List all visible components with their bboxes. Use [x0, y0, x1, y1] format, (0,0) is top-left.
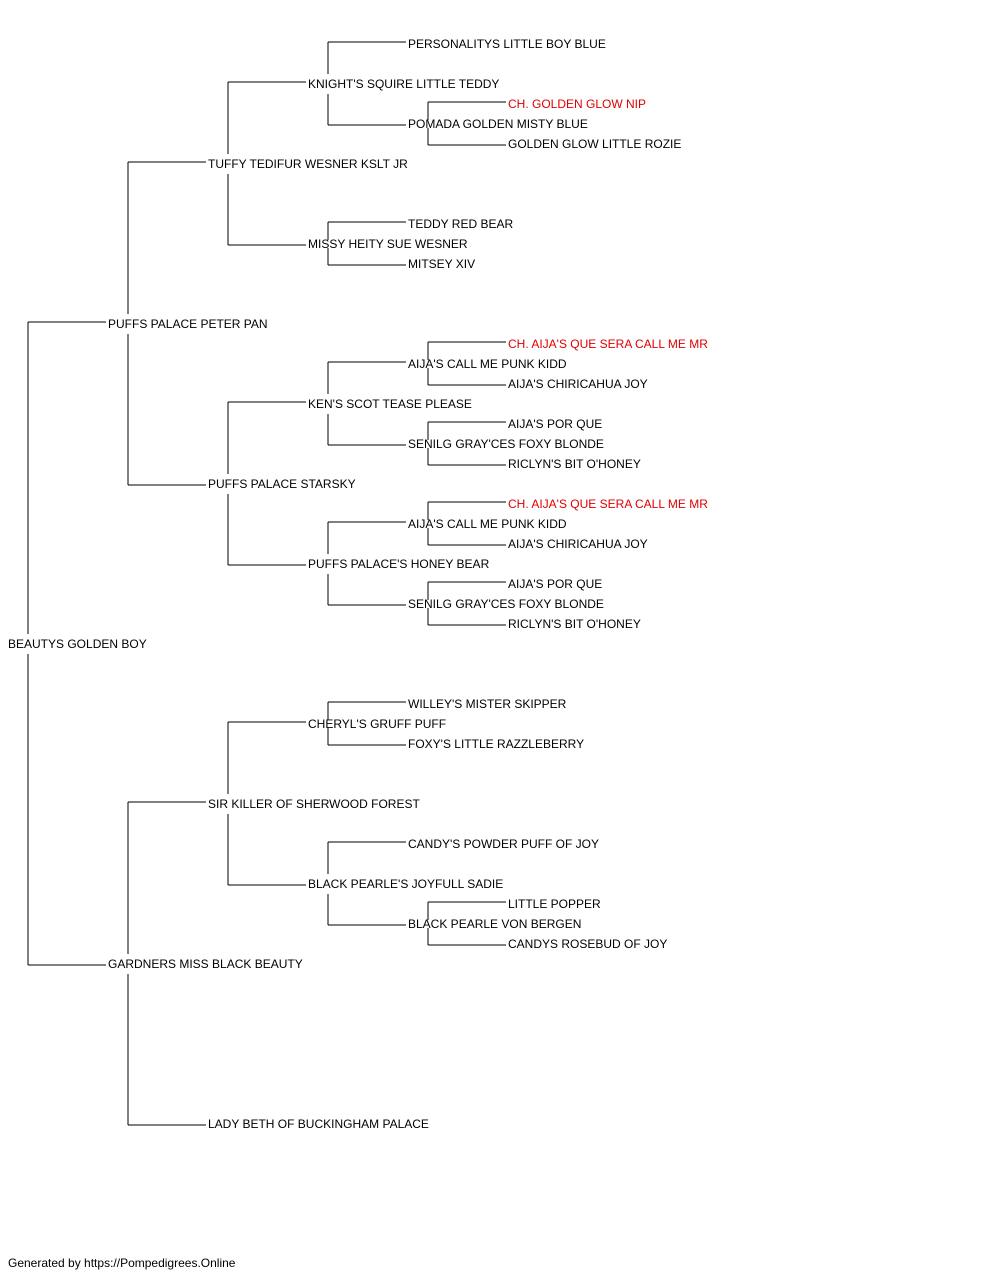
dog-label-aija-s-call-me-punk-kidd: AIJA'S CALL ME PUNK KIDD: [408, 517, 567, 531]
dog-label-aija-s-chiricahua-joy: AIJA'S CHIRICAHUA JOY: [508, 377, 648, 391]
dog-label-puffs-palace-s-honey-bear: PUFFS PALACE'S HONEY BEAR: [308, 557, 490, 571]
dog-label-tuffy-tedifur-wesner-kslt-jr: TUFFY TEDIFUR WESNER KSLT JR: [208, 157, 408, 171]
dog-label-black-pearle-s-joyfull-sadie: BLACK PEARLE'S JOYFULL SADIE: [308, 877, 503, 891]
dog-label-black-pearle-von-bergen: BLACK PEARLE VON BERGEN: [408, 917, 581, 931]
dog-label-lady-beth-of-buckingham-palace: LADY BETH OF BUCKINGHAM PALACE: [208, 1117, 429, 1131]
generated-by-footer: Generated by https://Pompedigrees.Online: [8, 1256, 236, 1270]
dog-label-puffs-palace-starsky: PUFFS PALACE STARSKY: [208, 477, 356, 491]
dog-label-mitsey-xiv: MITSEY XIV: [408, 257, 475, 271]
dog-label-beautys-golden-boy: BEAUTYS GOLDEN BOY: [8, 637, 147, 651]
champion-label-ch-aija-s-que-sera-call-me-mr: CH. AIJA'S QUE SERA CALL ME MR: [508, 337, 708, 351]
dog-label-senilg-gray-ces-foxy-blonde: SENILG GRAY'CES FOXY BLONDE: [408, 597, 604, 611]
dog-label-pomada-golden-misty-blue: POMADA GOLDEN MISTY BLUE: [408, 117, 588, 131]
champion-label-ch-golden-glow-nip: CH. GOLDEN GLOW NIP: [508, 97, 646, 111]
dog-label-ken-s-scot-tease-please: KEN'S SCOT TEASE PLEASE: [308, 397, 472, 411]
dog-label-little-popper: LITTLE POPPER: [508, 897, 601, 911]
dog-label-candys-rosebud-of-joy: CANDYS ROSEBUD OF JOY: [508, 937, 667, 951]
dog-label-knight-s-squire-little-teddy: KNIGHT'S SQUIRE LITTLE TEDDY: [308, 77, 499, 91]
dog-label-aija-s-call-me-punk-kidd: AIJA'S CALL ME PUNK KIDD: [408, 357, 567, 371]
dog-label-riclyn-s-bit-o-honey: RICLYN'S BIT O'HONEY: [508, 617, 641, 631]
dog-label-candy-s-powder-puff-of-joy: CANDY'S POWDER PUFF OF JOY: [408, 837, 599, 851]
dog-label-willey-s-mister-skipper: WILLEY'S MISTER SKIPPER: [408, 697, 567, 711]
dog-label-aija-s-chiricahua-joy: AIJA'S CHIRICAHUA JOY: [508, 537, 648, 551]
dog-label-puffs-palace-peter-pan: PUFFS PALACE PETER PAN: [108, 317, 268, 331]
dog-label-golden-glow-little-rozie: GOLDEN GLOW LITTLE ROZIE: [508, 137, 681, 151]
dog-label-senilg-gray-ces-foxy-blonde: SENILG GRAY'CES FOXY BLONDE: [408, 437, 604, 451]
dog-label-riclyn-s-bit-o-honey: RICLYN'S BIT O'HONEY: [508, 457, 641, 471]
dog-label-foxy-s-little-razzleberry: FOXY'S LITTLE RAZZLEBERRY: [408, 737, 584, 751]
dog-label-missy-heity-sue-wesner: MISSY HEITY SUE WESNER: [308, 237, 468, 251]
dog-label-gardners-miss-black-beauty: GARDNERS MISS BLACK BEAUTY: [108, 957, 303, 971]
dog-label-teddy-red-bear: TEDDY RED BEAR: [408, 217, 513, 231]
dog-label-aija-s-por-que: AIJA'S POR QUE: [508, 417, 602, 431]
champion-label-ch-aija-s-que-sera-call-me-mr: CH. AIJA'S QUE SERA CALL ME MR: [508, 497, 708, 511]
dog-label-cheryl-s-gruff-puff: CHERYL'S GRUFF PUFF: [308, 717, 446, 731]
dog-label-aija-s-por-que: AIJA'S POR QUE: [508, 577, 602, 591]
dog-label-sir-killer-of-sherwood-forest: SIR KILLER OF SHERWOOD FOREST: [208, 797, 420, 811]
dog-label-personalitys-little-boy-blue: PERSONALITYS LITTLE BOY BLUE: [408, 37, 606, 51]
